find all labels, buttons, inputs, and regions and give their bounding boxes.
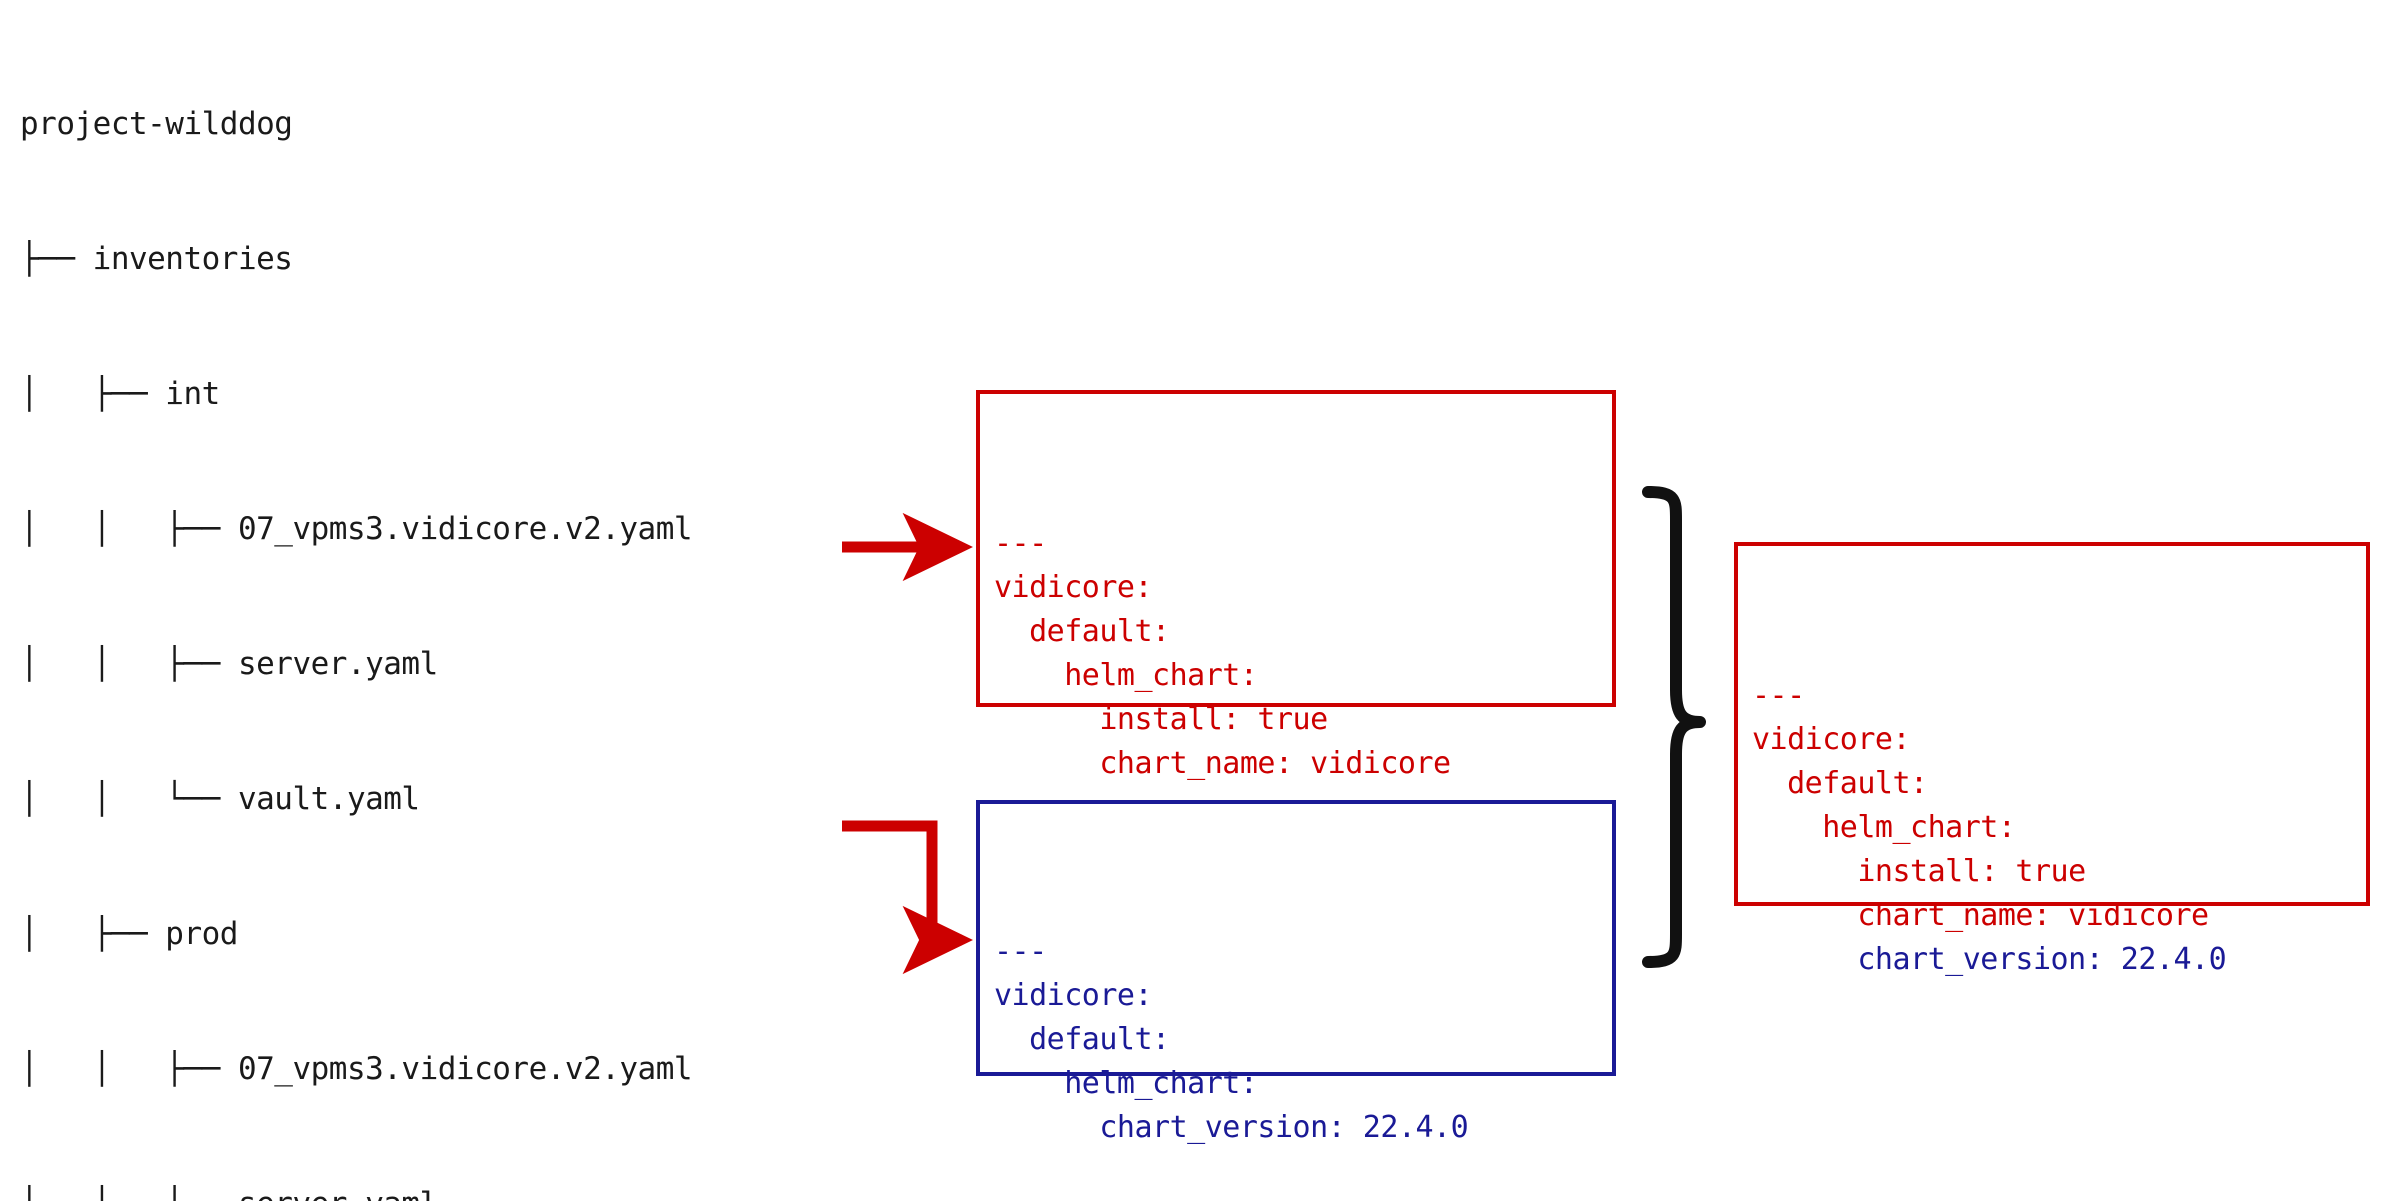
tree-line: project-wilddog bbox=[20, 106, 293, 142]
yaml-box-merged-result: --- vidicore: default: helm_chart: instal… bbox=[1734, 542, 2370, 977]
yaml-line: default: bbox=[994, 614, 1170, 649]
yaml-box-base-inventory: --- vidicore: default: helm_chart: instal… bbox=[976, 390, 1616, 781]
tree-line: │ │ ├── 07_vpms3.vidicore.v2.yaml bbox=[20, 511, 693, 547]
yaml-line: install: true bbox=[994, 702, 1328, 737]
tree-line: │ │ └── vault.yaml bbox=[20, 781, 420, 817]
yaml-line: chart_name: vidicore bbox=[994, 746, 1451, 781]
arrow-layer-versions-to-layer-box bbox=[842, 820, 973, 975]
yaml-line: install: true bbox=[1752, 854, 2086, 889]
tree-line: │ │ ├── server.yaml bbox=[20, 646, 438, 682]
yaml-line: --- bbox=[994, 526, 1047, 561]
tree-line: │ │ ├── server.yaml bbox=[20, 1182, 692, 1201]
yaml-line: vidicore: bbox=[1752, 722, 1911, 757]
yaml-line: --- bbox=[994, 934, 1047, 969]
yaml-line: chart_version: 22.4.0 bbox=[1752, 942, 2227, 977]
tree-line: │ │ ├── 07_vpms3.vidicore.v2.yaml bbox=[20, 1051, 693, 1087]
tree-line: ├── inventories bbox=[20, 241, 293, 277]
yaml-line: helm_chart: bbox=[994, 1066, 1258, 1101]
yaml-line: default: bbox=[994, 1022, 1170, 1057]
yaml-line: chart_name: vidicore bbox=[1752, 898, 2209, 933]
tree-line: │ ├── prod bbox=[20, 916, 238, 952]
merge-brace-icon bbox=[1642, 486, 1706, 968]
yaml-line: helm_chart: bbox=[994, 658, 1258, 693]
tree-line: │ ├── int bbox=[20, 376, 220, 412]
yaml-line: default: bbox=[1752, 766, 1928, 801]
yaml-box-layer-versions: --- vidicore: default: helm_chart: chart_… bbox=[976, 800, 1616, 1145]
yaml-code-merged: --- vidicore: default: helm_chart: instal… bbox=[1752, 674, 2366, 982]
directory-tree: project-wilddog ├── inventories │ ├── in… bbox=[20, 12, 693, 1201]
yaml-code-base: --- vidicore: default: helm_chart: instal… bbox=[994, 522, 1612, 786]
yaml-line: vidicore: bbox=[994, 978, 1153, 1013]
yaml-line: --- bbox=[1752, 678, 1805, 713]
yaml-code-layer: --- vidicore: default: helm_chart: chart_… bbox=[994, 930, 1612, 1150]
yaml-line: helm_chart: bbox=[1752, 810, 2016, 845]
yaml-line: vidicore: bbox=[994, 570, 1153, 605]
yaml-line: chart_version: 22.4.0 bbox=[994, 1110, 1469, 1145]
